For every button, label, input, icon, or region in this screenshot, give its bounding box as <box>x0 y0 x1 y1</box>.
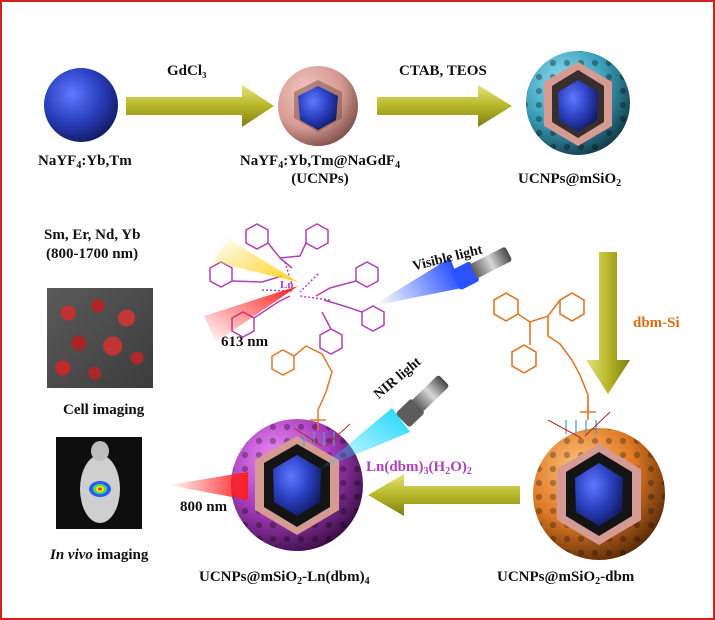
red-emission-beam-800 <box>168 472 248 500</box>
ln-complex-ligand-orange <box>271 345 333 430</box>
reagent-ctab-teos: CTAB, TEOS <box>399 63 487 79</box>
reagent-ln-complex: Ln(dbm)3(H2O)2 <box>366 459 472 477</box>
nir-light-torch-icon <box>396 375 449 427</box>
dbm-ligand-structure <box>493 292 596 420</box>
label-emission-range: (800-1700 nm) <box>46 246 139 262</box>
visible-light-beam <box>372 258 462 306</box>
anchor-lines-left <box>293 423 351 447</box>
label-ln-list: Sm, Er, Nd, Yb <box>44 227 141 243</box>
label-silica-particle: UCNPs@mSiO2 <box>518 171 622 189</box>
red-emission-beam-613 <box>204 286 298 342</box>
arrow-ctab-teos <box>377 85 512 127</box>
label-613nm: 613 nm <box>221 334 269 350</box>
label-cell-imaging: Cell imaging <box>63 402 145 418</box>
arrow-gdcl3 <box>126 85 274 127</box>
label-dbm-particle: UCNPs@mSiO2-dbm <box>497 569 635 587</box>
label-core-shell-particle: NaYF4:Yb,Tm@NaGdF4 (UCNPs) <box>239 153 401 187</box>
anchor-lines-right <box>547 411 611 439</box>
label-ln-particle: UCNPs@mSiO2-Ln(dbm)4 <box>199 569 370 587</box>
reagent-gdcl3: GdCl₃ <box>167 63 207 79</box>
arrow-dbm-si <box>586 252 630 394</box>
label-800nm: 800 nm <box>180 499 228 515</box>
label-core-particle: NaYF4:Yb,Tm <box>38 153 132 171</box>
in-vivo-imaging-photo <box>56 437 142 529</box>
nir-light-beam <box>318 408 410 470</box>
yellow-emission-beam <box>214 238 298 282</box>
reagent-dbm-si: dbm-Si <box>633 315 680 331</box>
visible-light-torch-icon <box>451 247 512 290</box>
arrow-ln-complex <box>368 474 520 516</box>
label-in-vivo-imaging: In vivo imaging <box>50 547 149 563</box>
dbm-nanoparticle <box>533 428 665 560</box>
silane-anchors-right <box>565 420 597 434</box>
cell-imaging-photo <box>47 288 153 388</box>
silane-anchors-left <box>303 432 335 446</box>
ln-nanoparticle <box>231 419 363 551</box>
core-shell-nanoparticle <box>278 66 358 146</box>
core-nanoparticle <box>44 68 118 142</box>
label-ln-atom: Ln <box>280 279 294 291</box>
silica-coated-nanoparticle <box>526 51 630 155</box>
mouse-silhouette <box>80 441 120 523</box>
